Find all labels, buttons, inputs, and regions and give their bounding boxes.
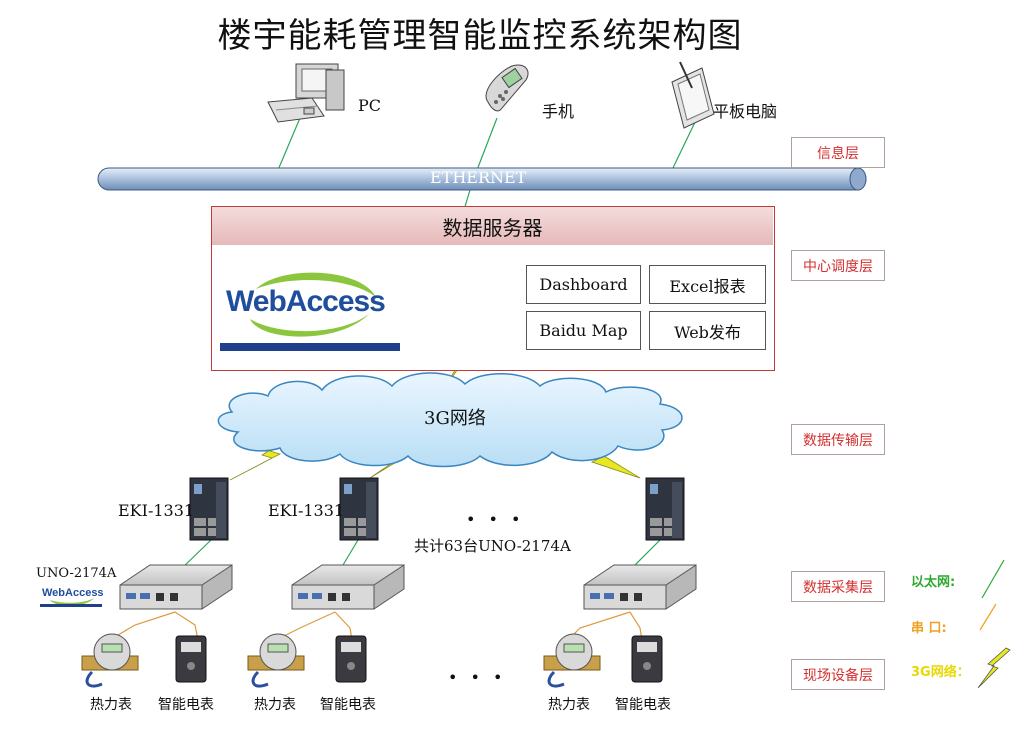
smart-meter-label: 智能电表 [158, 697, 214, 713]
layer-field-devices: 现场设备层 [791, 659, 885, 690]
network-label: 3G网络 [424, 408, 486, 429]
page-title: 楼宇能耗管理智能监控系统架构图 [217, 16, 743, 56]
legend-3g-bolt [977, 647, 1011, 689]
phone-icon [485, 64, 529, 112]
uno-webaccess-logo: WebAccess [40, 584, 104, 608]
webaccess-logo-text: WebAccess [226, 285, 386, 318]
heat-meter-label: 热力表 [548, 697, 590, 713]
layer-central-dispatch: 中心调度层 [791, 250, 885, 281]
ellipsis-bottom: • • • [448, 668, 507, 687]
legend-ethernet: 以太网: [911, 575, 956, 590]
smart-meter-icon [335, 635, 367, 683]
legend-serial: 串 口: [911, 621, 947, 636]
total-devices-label: 共计63台UNO-2174A [414, 537, 571, 555]
legend-3g: 3G网络： [911, 665, 970, 680]
pc-label: PC [358, 96, 382, 115]
network-cloud [217, 372, 683, 468]
ethernet-label: ETHERNET [430, 168, 527, 187]
heat-meter-icon [247, 633, 305, 688]
module-web-publish: Web发布 [649, 311, 766, 350]
uno-webaccess-logo-text: WebAccess [42, 587, 104, 599]
heat-meter-icon [81, 633, 139, 688]
smart-meter-label: 智能电表 [320, 697, 376, 713]
heat-meter-label: 热力表 [90, 697, 132, 713]
gateway-label-middle: EKI-1331 [268, 501, 345, 520]
gateway-device [339, 477, 379, 541]
module-dashboard: Dashboard [526, 265, 641, 304]
tablet-label: 平板电脑 [713, 102, 778, 121]
ethernet-bus [97, 167, 867, 191]
layer-data-transmission: 数据传输层 [791, 424, 885, 455]
gateway-label-left: EKI-1331 [118, 501, 195, 520]
smart-meter-icon [175, 635, 207, 683]
tablet-icon [671, 61, 715, 129]
smart-meter-label: 智能电表 [615, 697, 671, 713]
layer-data-acquisition: 数据采集层 [791, 571, 885, 602]
pc-icon [267, 63, 345, 123]
legend-serial-line [979, 603, 997, 631]
legend-ethernet-line [981, 559, 1005, 599]
data-server-title: 数据服务器 [212, 207, 773, 245]
module-baidu-map: Baidu Map [526, 311, 641, 350]
uno-device [291, 564, 405, 610]
gateway-device [645, 477, 685, 541]
ellipsis-top: • • • [466, 510, 525, 529]
module-excel-report: Excel报表 [649, 265, 766, 304]
heat-meter-icon [543, 633, 601, 688]
uno-device [119, 564, 233, 610]
uno-device [583, 564, 697, 610]
phone-label: 手机 [542, 102, 575, 121]
heat-meter-label: 热力表 [254, 697, 296, 713]
gateway-device [189, 477, 229, 541]
layer-info: 信息层 [791, 137, 885, 168]
uno-label: UNO-2174A [36, 566, 117, 581]
smart-meter-icon [631, 635, 663, 683]
webaccess-logo: WebAccess [220, 267, 400, 351]
